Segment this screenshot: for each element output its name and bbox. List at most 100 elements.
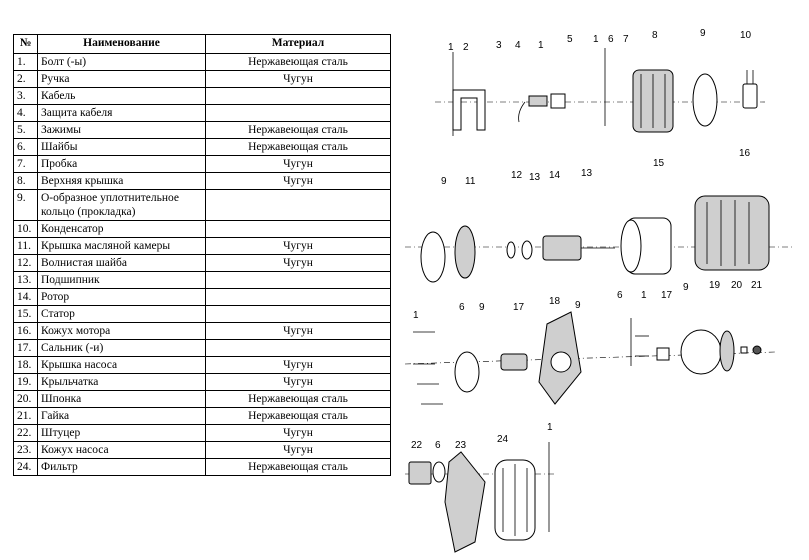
seal-part <box>500 353 528 371</box>
part-name: Гайка <box>37 407 206 425</box>
callout-label: 1 <box>641 290 647 301</box>
union-part <box>408 461 432 485</box>
part-name: Подшипник <box>37 271 206 289</box>
part-name: Кожух мотора <box>37 322 206 340</box>
o-ring-part <box>680 329 722 375</box>
row-number: 15. <box>13 305 38 323</box>
callout-label: 4 <box>515 40 521 51</box>
table-header-row: № Наименование Материал <box>13 34 391 54</box>
part-material: Чугун <box>205 70 391 88</box>
part-name: Шпонка <box>37 390 206 408</box>
callout-label: 6 <box>459 302 465 313</box>
callout-label: 9 <box>700 28 706 39</box>
diagram-row-4 <box>405 442 555 553</box>
part-name: Болт (-ы) <box>37 53 206 71</box>
row-number: 22. <box>13 424 38 442</box>
callout-label: 17 <box>661 290 673 301</box>
part-material <box>205 271 391 289</box>
part-name: Пробка <box>37 155 206 173</box>
part-name: Кабель <box>37 87 206 105</box>
callout-label: 7 <box>623 34 629 45</box>
callout-label: 16 <box>739 148 751 159</box>
column-header-name: Наименование <box>37 34 206 54</box>
oil-chamber-cover-part <box>454 225 476 279</box>
row-number: 13. <box>13 271 38 289</box>
table-row: 15.Статор <box>13 305 391 323</box>
callout-label: 5 <box>567 34 573 45</box>
o-ring-part <box>420 231 446 283</box>
clamp-part <box>550 93 566 109</box>
part-material <box>205 220 391 238</box>
row-number: 20. <box>13 390 38 408</box>
part-material <box>205 189 391 221</box>
callout-label: 21 <box>751 280 763 291</box>
callout-label: 18 <box>549 296 561 307</box>
part-name: Защита кабеля <box>37 104 206 122</box>
part-name: Штуцер <box>37 424 206 442</box>
cable-guard-part <box>528 95 548 107</box>
callout-label: 1 <box>413 310 419 321</box>
part-material <box>205 339 391 357</box>
part-name: Сальник (-и) <box>37 339 206 357</box>
row-number: 7. <box>13 155 38 173</box>
callout-label: 14 <box>549 170 561 181</box>
table-row: 14.Ротор <box>13 288 391 306</box>
row-number: 12. <box>13 254 38 272</box>
row-number: 8. <box>13 172 38 190</box>
part-name: Конденсатор <box>37 220 206 238</box>
row-number: 16. <box>13 322 38 340</box>
handle-part <box>452 89 486 131</box>
o-ring-part <box>454 351 480 393</box>
callout-label: 6 <box>617 290 623 301</box>
diagram-row-1 <box>435 48 765 136</box>
part-name: Ротор <box>37 288 206 306</box>
row-number: 21. <box>13 407 38 425</box>
callout-label: 6 <box>608 34 614 45</box>
part-name: Верхняя крышка <box>37 172 206 190</box>
rotor-part <box>542 235 582 261</box>
row-number: 17. <box>13 339 38 357</box>
bearing-part <box>521 240 533 260</box>
part-name: Кожух насоса <box>37 441 206 459</box>
part-name: Статор <box>37 305 206 323</box>
row-number: 18. <box>13 356 38 374</box>
callout-label: 2 <box>463 42 469 53</box>
column-header-material: Материал <box>205 34 391 54</box>
part-material <box>205 288 391 306</box>
part-material: Чугун <box>205 322 391 340</box>
callout-label: 9 <box>479 302 485 313</box>
row-number: 9. <box>13 189 38 221</box>
capacitor-part <box>742 83 758 109</box>
callout-label: 6 <box>435 440 441 451</box>
part-material: Нержавеющая сталь <box>205 53 391 71</box>
cable-part <box>518 101 526 123</box>
part-material <box>205 305 391 323</box>
callout-label: 19 <box>709 280 721 291</box>
callout-label: 9 <box>575 300 581 311</box>
row-number: 6. <box>13 138 38 156</box>
key-part <box>740 346 748 354</box>
part-name: Крыльчатка <box>37 373 206 391</box>
callout-label: 15 <box>653 158 665 169</box>
table-row: 10.Конденсатор <box>13 220 391 238</box>
callout-label: 9 <box>441 176 447 187</box>
part-material: Чугун <box>205 172 391 190</box>
callout-label: 10 <box>740 30 752 41</box>
table-row: 1.Болт (-ы)Нержавеющая сталь <box>13 53 391 71</box>
table-row: 9.О-образное уплотнительное кольцо (прок… <box>13 189 391 221</box>
part-name: Шайбы <box>37 138 206 156</box>
diagram-row-3 <box>404 311 776 405</box>
callout-label: 13 <box>581 168 593 179</box>
motor-housing-part <box>694 195 770 271</box>
o-ring-part <box>692 73 718 127</box>
part-material: Чугун <box>205 237 391 255</box>
wave-washer-part <box>506 241 516 259</box>
